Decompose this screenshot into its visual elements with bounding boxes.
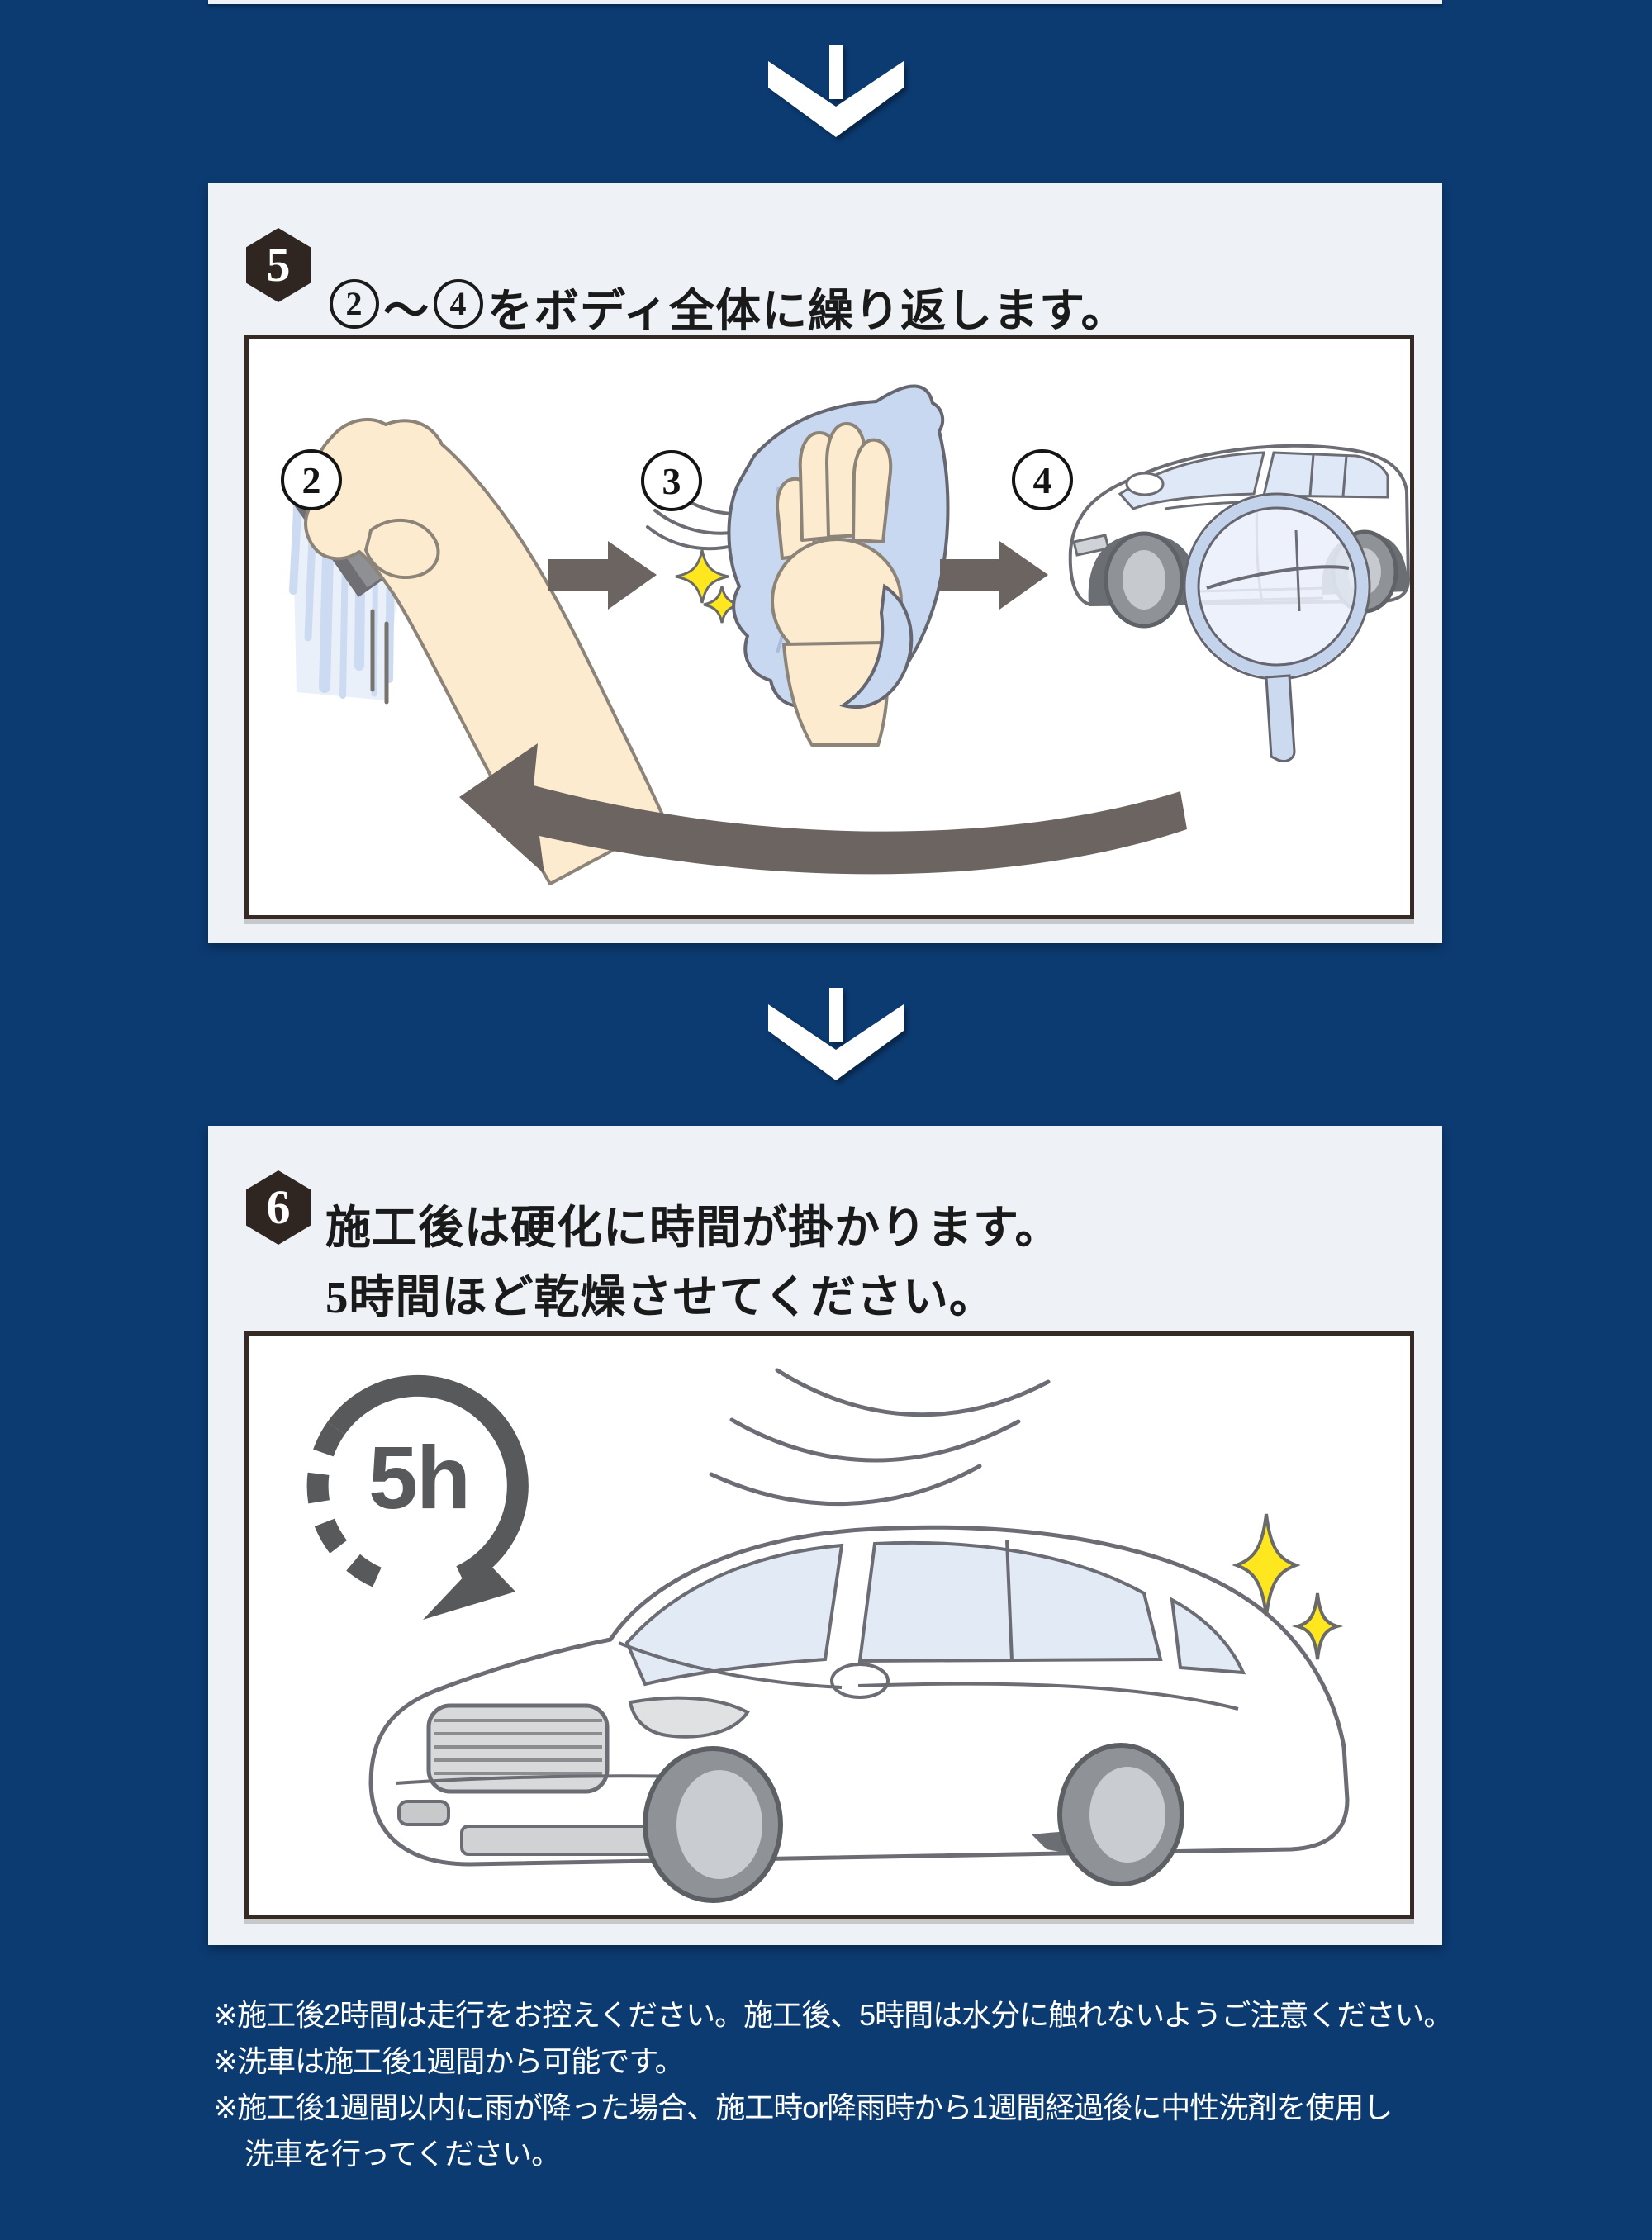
circled-number-2: 2 — [330, 278, 379, 329]
sparkle-icons — [1232, 1513, 1344, 1660]
label-step2-number: 2 — [301, 458, 321, 501]
drying-motion-lines — [709, 1368, 1051, 1507]
label-step4: 4 — [1012, 449, 1073, 510]
note-line: ※洗車は施工後1週間から可能です。 — [213, 2038, 1535, 2085]
label-step3-number: 3 — [662, 459, 681, 502]
step6-number-badge: 6 — [246, 1170, 311, 1245]
note-line: ※施工後2時間は走行をお控えください。施工後、5時間は水分に触れないようご注意く… — [213, 1992, 1535, 2038]
drying-duration-label: 5h — [368, 1427, 471, 1527]
note-text: 施工後2時間は走行をお控えください。施工後、5時間は水分に触れないようご注意くだ… — [237, 1998, 1453, 2032]
step5-illustration: 2 3 4 — [244, 335, 1414, 919]
note-marker: ※ — [213, 2044, 238, 2078]
label-step3: 3 — [641, 450, 702, 511]
note-marker: ※ — [213, 1998, 238, 2032]
tilde: 〜 — [383, 285, 430, 336]
footnotes: ※施工後2時間は走行をお控えください。施工後、5時間は水分に触れないようご注意く… — [213, 1992, 1535, 2177]
down-arrow-icon — [768, 988, 904, 1080]
step6-card: 6 施工後は硬化に時間が掛かります。 5時間ほど乾燥させてください。 — [208, 1126, 1442, 1945]
stroke-motion-lines — [370, 609, 389, 705]
note-marker: ※ — [213, 2091, 238, 2124]
note-text: 洗車を行ってください。 — [244, 2137, 561, 2171]
repeat-process-drawing — [281, 384, 1410, 885]
wiping-cloth-hand-icon — [727, 384, 950, 747]
right-arrow-icon — [548, 541, 657, 610]
drying-car-icon — [368, 1525, 1350, 1903]
step6-illustration: 5h — [244, 1331, 1414, 1919]
step5-number-badge: 5 — [246, 228, 311, 302]
label-step2: 2 — [281, 449, 342, 510]
magnifier-icon — [1183, 492, 1371, 763]
note-text: 施工後1週間以内に雨が降った場合、施工時or降雨時から1週間経過後に中性洗剤を使… — [237, 2091, 1393, 2124]
step5-number: 5 — [266, 238, 291, 292]
repeat-loop-arrow-icon — [459, 743, 1187, 875]
right-arrow-icon — [940, 541, 1048, 610]
label-step4-number: 4 — [1032, 458, 1052, 501]
drying-drawing — [306, 1368, 1350, 1903]
clock-5h-icon — [306, 1374, 529, 1620]
step5-title: 2 〜 4 をボディ全体に繰り返します。 — [325, 269, 1127, 344]
step5-title-text: をボディ全体に繰り返します。 — [487, 285, 1127, 336]
step6-number: 6 — [266, 1180, 291, 1234]
down-arrow-icon — [768, 45, 904, 137]
step6-title: 施工後は硬化に時間が掛かります。 5時間ほど乾燥させてください。 — [325, 1194, 1061, 1332]
note-line: ※施工後1週間以内に雨が降った場合、施工時or降雨時から1週間経過後に中性洗剤を… — [213, 2085, 1535, 2131]
previous-card-edge — [208, 0, 1442, 4]
note-line: 洗車を行ってください。 — [213, 2131, 1535, 2177]
step5-card: 5 2 〜 4 をボディ全体に繰り返します。 — [208, 183, 1442, 943]
sparkle-icons — [675, 549, 741, 624]
step6-title-line1: 施工後は硬化に時間が掛かります。 — [325, 1202, 1061, 1253]
note-text: 洗車は施工後1週間から可能です。 — [237, 2044, 684, 2078]
step6-title-line2: 5時間ほど乾燥させてください。 — [325, 1271, 995, 1322]
circled-number-4: 4 — [434, 278, 484, 329]
